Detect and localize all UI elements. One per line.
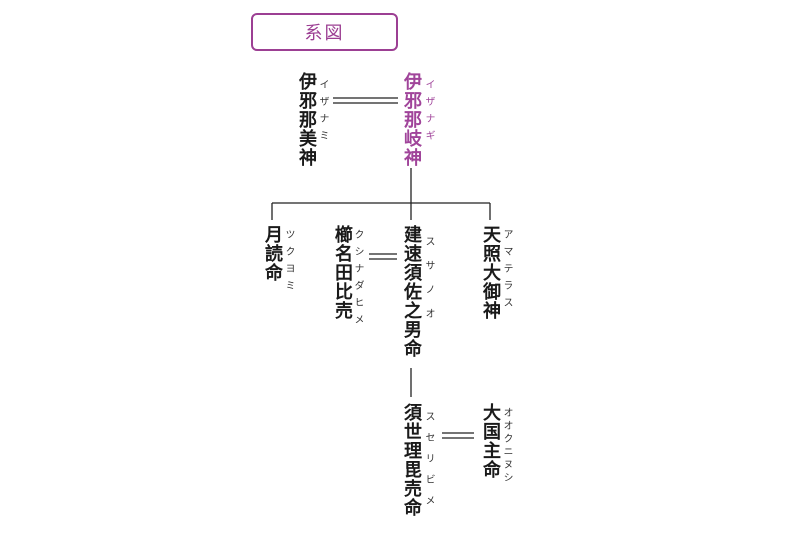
suseribi-reading: スセリビメ xyxy=(423,411,434,516)
susanoo-name: 建速須佐之男命 xyxy=(401,225,422,358)
kushinada-name: 櫛名田比売 xyxy=(332,225,353,320)
kushinada-reading: クシナダヒメ xyxy=(352,229,363,331)
okuninushi-name: 大国主命 xyxy=(480,403,501,479)
izanagi-name: 伊邪那岐神 xyxy=(401,72,422,167)
tsukuyomi-name: 月読命 xyxy=(262,225,283,282)
tsukuyomi-reading: ツクヨミ xyxy=(283,229,294,297)
okuninushi-reading: オオクニヌシ xyxy=(501,407,512,485)
susanoo-reading: スサノオ xyxy=(423,236,434,332)
izanami-reading: イザナミ xyxy=(317,79,328,147)
suseribi-name: 須世理毘売命 xyxy=(401,403,422,517)
izanagi-reading: イザナギ xyxy=(423,79,434,147)
amaterasu-name: 天照大御神 xyxy=(480,225,501,320)
izanami-name: 伊邪那美神 xyxy=(296,72,317,167)
amaterasu-reading: アマテラス xyxy=(501,229,512,314)
diagram-title: 系図 xyxy=(251,13,398,51)
